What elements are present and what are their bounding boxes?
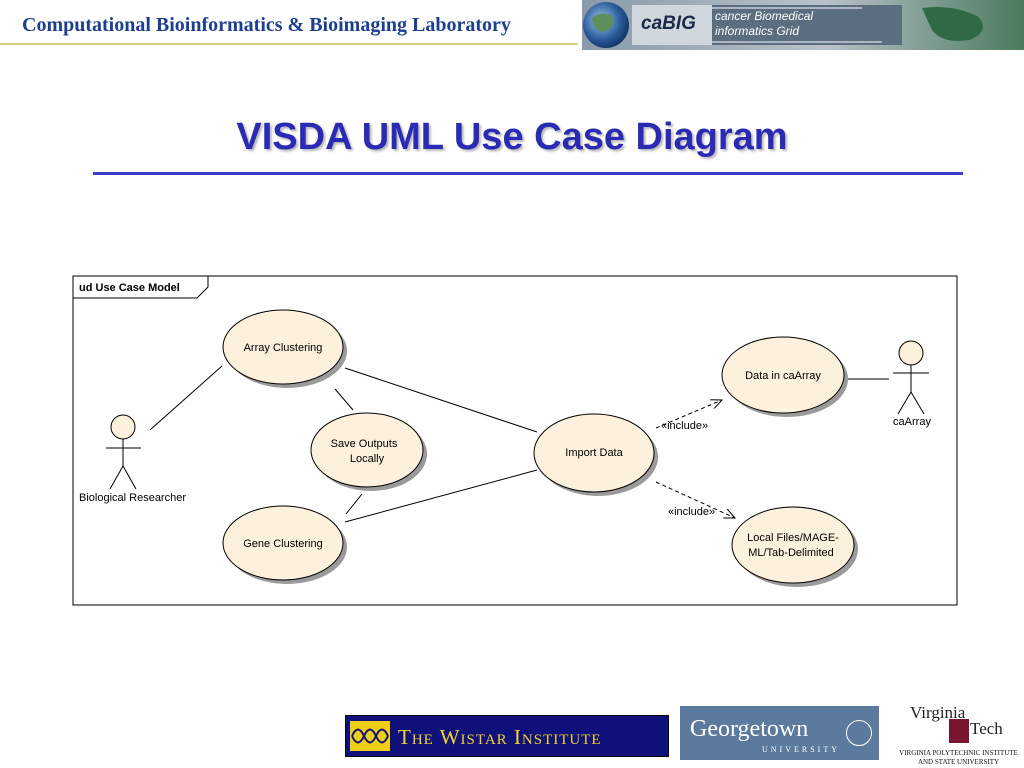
cabig-logo-banner: caBIG cancer Biomedical informatics Grid <box>582 0 1024 50</box>
use-case-array-clustering-label: Array Clustering <box>244 342 323 354</box>
wistar-institute-name: The Wistar Institute <box>398 725 602 749</box>
include-arrow-data-in-caarray <box>655 400 722 429</box>
slide-title-rule <box>93 172 963 175</box>
vt-institute: VIRGINIA POLYTECHNIC INSTITUTE <box>899 749 1018 757</box>
assoc-gene-save <box>345 493 363 515</box>
vt-tech: Tech <box>970 719 1003 738</box>
assoc-array-import <box>344 367 538 433</box>
include-label-1: «include» <box>661 420 708 432</box>
assoc-researcher-array-clustering <box>149 365 223 431</box>
assoc-gene-import <box>344 469 538 523</box>
include-arrow-local-files <box>655 481 735 518</box>
use-case-import-data-label: Import Data <box>565 447 623 459</box>
cabig-banner-graphic <box>582 0 1024 50</box>
use-case-data-in-caarray-label: Data in caArray <box>745 370 821 382</box>
actor-head-icon <box>110 414 136 440</box>
use-case-save-outputs-label-1: Save Outputs <box>331 438 398 450</box>
georgetown-university: UNIVERSITY <box>762 745 840 754</box>
use-case-local-files-label-2: ML/Tab-Delimited <box>748 547 834 559</box>
cabig-logo-subtitle-2: informatics Grid <box>715 24 800 38</box>
actor-caarray: caArray <box>893 340 931 428</box>
lab-title-underline <box>0 43 578 45</box>
vt-virginia: Virginia <box>910 703 966 722</box>
cabig-logo-subtitle-1: cancer Biomedical <box>715 9 814 23</box>
use-case-gene-clustering: Gene Clustering <box>222 505 347 584</box>
virginia-tech-logo: Virginia Tech VIRGINIA POLYTECHNIC INSTI… <box>893 702 1024 768</box>
dna-icon <box>350 721 390 751</box>
use-case-gene-clustering-label: Gene Clustering <box>243 538 323 550</box>
assoc-array-save <box>334 388 354 411</box>
seal-icon <box>846 720 872 746</box>
use-case-data-in-caarray: Data in caArray <box>721 336 848 417</box>
actor-head-icon <box>898 340 924 366</box>
georgetown-logo: Georgetown UNIVERSITY <box>680 706 879 760</box>
include-label-2: «include» <box>668 506 715 518</box>
use-case-array-clustering: Array Clustering <box>222 309 347 388</box>
frame-label-tab <box>73 276 209 299</box>
cabig-logo-name: caBIG <box>641 13 696 34</box>
frame-label: ud Use Case Model <box>79 282 180 294</box>
use-case-local-files: Local Files/MAGE- ML/Tab-Delimited <box>731 506 858 587</box>
use-case-save-outputs: Save Outputs Locally <box>310 412 427 491</box>
use-case-import-data: Import Data <box>533 413 658 496</box>
slide-title: VISDA UML Use Case Diagram <box>236 116 788 158</box>
lab-title: Computational Bioinformatics & Bioimagin… <box>22 14 511 36</box>
actor-biological-researcher: Biological Researcher <box>79 414 186 504</box>
vt-crest-icon <box>949 719 969 743</box>
map-icon <box>922 7 984 41</box>
wistar-institute-logo: The Wistar Institute <box>345 715 669 757</box>
use-case-local-files-label-1: Local Files/MAGE- <box>747 532 839 544</box>
vt-state-university: AND STATE UNIVERSITY <box>917 758 1000 766</box>
actor-caarray-label: caArray <box>893 416 931 428</box>
use-case-save-outputs-label-2: Locally <box>350 453 385 465</box>
actor-biological-researcher-label: Biological Researcher <box>79 492 186 504</box>
georgetown-name: Georgetown <box>690 716 809 742</box>
